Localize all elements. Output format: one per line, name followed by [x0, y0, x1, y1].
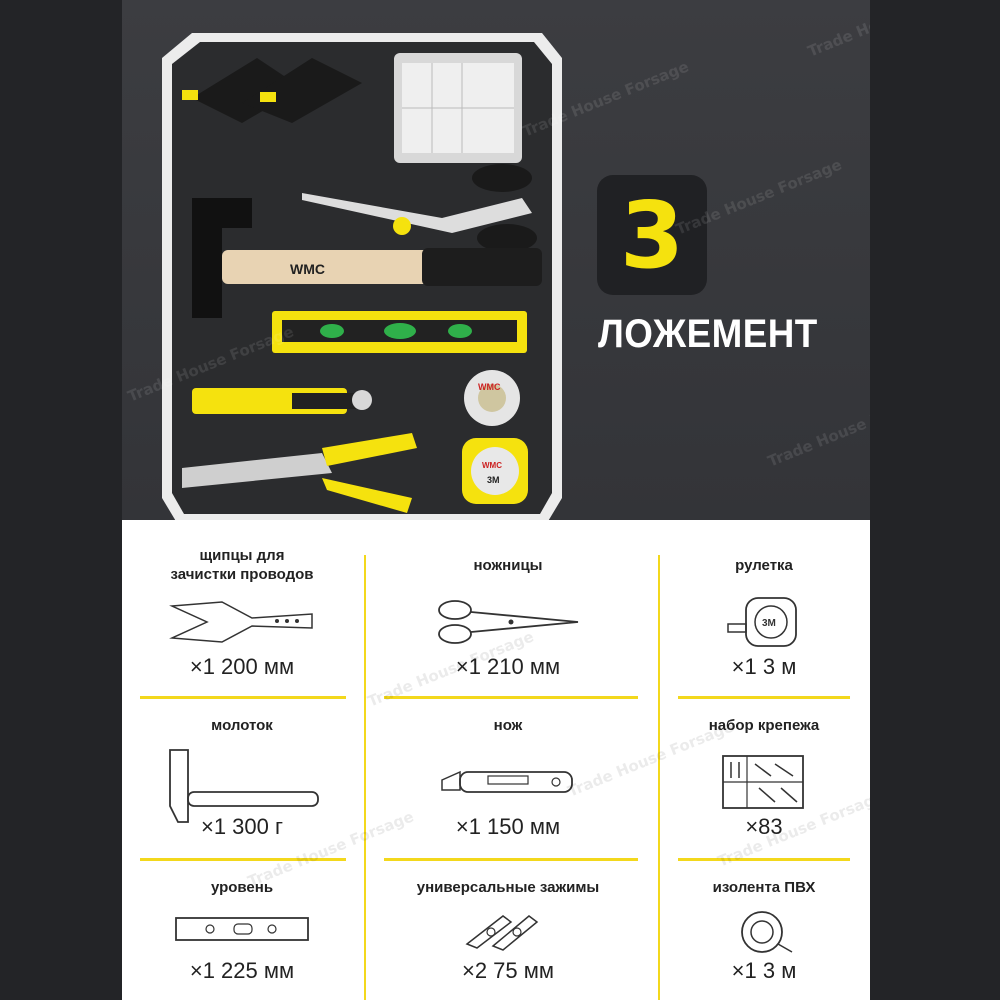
hammer-icon: [169, 749, 319, 823]
tray-spring-clamps: [182, 58, 362, 123]
item-label: уровень: [210, 879, 274, 896]
tray-hammer: WMC: [192, 198, 542, 318]
item-scissors: ножницы ×1 210 мм: [398, 556, 618, 696]
item-quantity: ×1 300 г: [200, 814, 284, 839]
item-quantity: ×1 3 м: [731, 654, 797, 679]
spring-clamp-icon: [465, 915, 539, 951]
item-label: универсальные зажимы: [416, 879, 600, 896]
item-tape-measure: рулетка 3M ×1 3 м: [654, 556, 870, 696]
insulating-tape-icon: [741, 911, 793, 953]
item-fastener-set: набор крепежа ×83: [654, 716, 870, 856]
row-divider: [678, 858, 850, 861]
row-divider: [678, 696, 850, 699]
spirit-level-icon: [175, 917, 309, 941]
item-quantity: ×1 210 мм: [455, 654, 561, 679]
item-quantity: ×83: [745, 814, 783, 839]
item-label: нож: [493, 717, 523, 734]
tray-tape-measure: WMC 3M: [462, 438, 528, 504]
tray-title: ЛОЖЕМЕНТ: [598, 312, 818, 356]
svg-text:WMC: WMC: [482, 461, 502, 470]
row-divider: [384, 696, 638, 699]
item-hammer: молоток ×1 300 г: [132, 716, 352, 856]
product-card: WMC WMC: [122, 0, 870, 1000]
contents-grid: щипцы для зачистки проводов ×1 200 мм но…: [122, 520, 870, 1000]
item-label: рулетка: [735, 557, 793, 574]
fastener-set-icon: [722, 755, 804, 809]
wire-stripper-icon: [169, 601, 313, 643]
tray-wire-stripper: [182, 433, 417, 513]
right-margin: [870, 0, 1000, 1000]
svg-text:WMC: WMC: [290, 261, 325, 277]
tape-measure-icon: 3M: [727, 597, 797, 647]
svg-text:WMC: WMC: [478, 382, 501, 392]
column-divider: [658, 555, 660, 1000]
item-spring-clamps: универсальные зажимы ×2 75 мм: [398, 878, 618, 998]
utility-knife-icon: [441, 770, 573, 793]
item-utility-knife: нож ×1 150 мм: [398, 716, 618, 856]
tray-utility-knife: [192, 388, 372, 414]
item-wire-stripper: щипцы для зачистки проводов ×1 200 мм: [132, 546, 352, 696]
tool-tray-photo: WMC WMC: [162, 33, 562, 523]
item-spirit-level: уровень ×1 225 мм: [132, 878, 352, 998]
item-label: набор крепежа: [708, 717, 820, 734]
column-divider: [364, 555, 366, 1000]
row-divider: [140, 696, 346, 699]
item-label: молоток: [211, 717, 273, 734]
tray-insulating-tape: WMC: [464, 370, 520, 426]
item-quantity: ×1 200 мм: [189, 654, 295, 679]
row-divider: [140, 858, 346, 861]
hero-panel: WMC WMC: [122, 0, 870, 523]
item-label: изолента ПВХ: [712, 879, 816, 896]
tray-scissors: [302, 164, 537, 252]
tray-fastener-box: [394, 53, 522, 163]
row-divider: [384, 858, 638, 861]
item-insulating-tape: изолента ПВХ ×1 3 м: [654, 878, 870, 998]
item-quantity: ×1 150 мм: [455, 814, 561, 839]
tray-number: 3: [619, 182, 684, 289]
scissors-icon: [438, 600, 579, 644]
svg-text:3M: 3M: [762, 618, 776, 629]
item-label: щипцы для: [199, 547, 285, 564]
item-quantity: ×1 225 мм: [189, 958, 295, 983]
svg-text:3M: 3M: [487, 475, 500, 485]
item-label: ножницы: [473, 557, 543, 574]
item-quantity: ×1 3 м: [731, 958, 797, 983]
tray-number-badge: 3: [597, 175, 707, 295]
item-label: зачистки проводов: [170, 566, 314, 583]
left-margin: [0, 0, 122, 1000]
item-quantity: ×2 75 мм: [461, 958, 555, 983]
tray-spirit-level: [272, 311, 527, 353]
